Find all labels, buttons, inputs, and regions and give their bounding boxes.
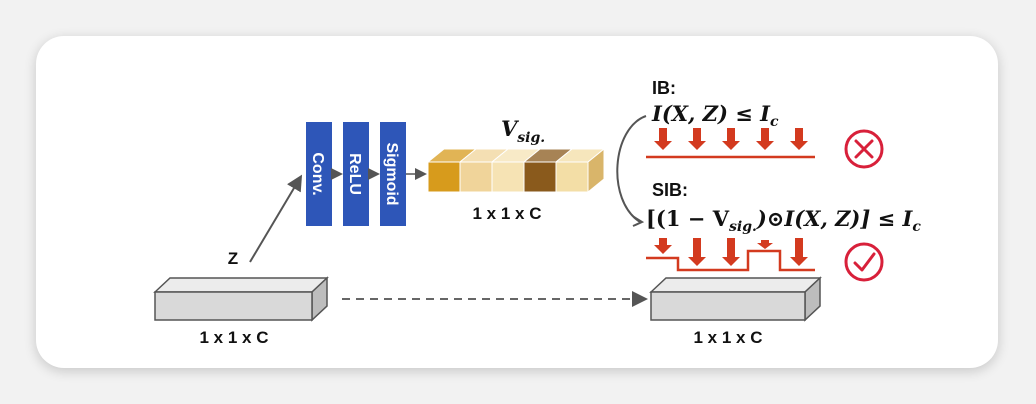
red-down-arrow xyxy=(688,238,706,266)
relu-box xyxy=(343,122,369,226)
sib-title: SIB: xyxy=(652,180,688,200)
conv-label: Conv. xyxy=(309,152,326,195)
layer-sigmoid: Sigmoid xyxy=(380,122,406,226)
red-down-arrow xyxy=(722,128,740,150)
layer-conv: Conv. xyxy=(306,122,332,226)
vsig-vector xyxy=(426,147,606,194)
red-down-arrow xyxy=(756,128,774,150)
ib-title: IB: xyxy=(652,78,676,98)
sib-baseline xyxy=(646,249,815,272)
check-icon xyxy=(844,242,884,282)
red-down-arrow xyxy=(790,238,808,266)
vsig-cell xyxy=(426,148,478,193)
red-down-arrow xyxy=(790,128,808,150)
z-to-conv-arrow xyxy=(249,174,303,263)
sigmoid-label: Sigmoid xyxy=(383,142,400,205)
left-block-label: 1 x 1 x C xyxy=(200,328,269,347)
relu-label: ReLU xyxy=(346,153,363,195)
small-red-arrow xyxy=(757,240,773,249)
vsig-title: Vsig. xyxy=(501,116,545,146)
input-z-label: Z xyxy=(228,249,238,268)
red-down-arrow xyxy=(722,238,740,266)
red-down-arrow xyxy=(654,128,672,150)
red-down-arrow xyxy=(654,238,672,254)
sib-formula: [(1 − Vsig.)⊙I(X, Z)] ≤ Ic xyxy=(646,206,921,235)
ib-arrows xyxy=(654,128,808,150)
left-feature-block xyxy=(153,276,329,322)
cross-icon xyxy=(844,129,884,169)
vsig-side xyxy=(587,147,605,194)
sigmoid-box xyxy=(380,122,406,226)
branch-bracket xyxy=(616,115,647,223)
conv-box xyxy=(306,122,332,226)
ib-formula: I(X, Z) ≤ Ic xyxy=(651,101,779,130)
vector-label: 1 x 1 x C xyxy=(473,204,542,223)
sib-arrows xyxy=(654,238,808,266)
layer-relu: ReLU xyxy=(343,122,369,226)
right-block-label: 1 x 1 x C xyxy=(694,328,763,347)
red-down-arrow xyxy=(688,128,706,150)
right-feature-block xyxy=(649,276,822,322)
